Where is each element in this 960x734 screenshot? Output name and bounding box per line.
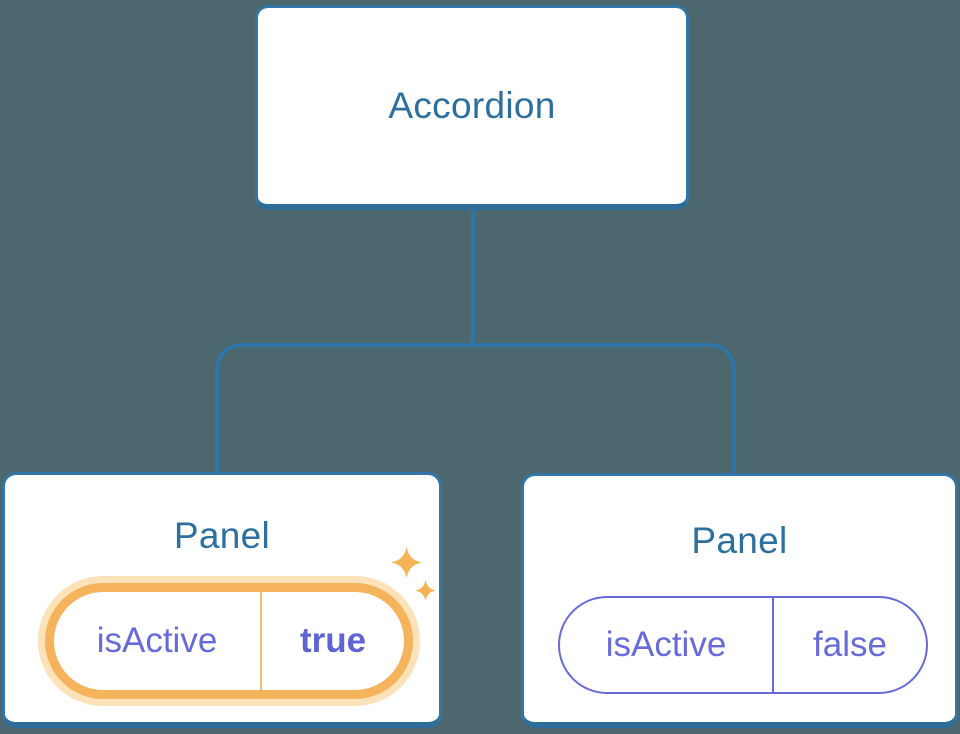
tree-connector-branch bbox=[215, 343, 736, 473]
state-value-label: false bbox=[813, 625, 887, 664]
state-value-label: true bbox=[299, 621, 367, 660]
panel-label: Panel bbox=[691, 520, 788, 561]
pill-divider bbox=[260, 592, 262, 690]
panel-component-node-active: Panel isActive true bbox=[2, 472, 442, 728]
accordion-label: Accordion bbox=[388, 85, 556, 126]
accordion-component-node: Accordion bbox=[255, 5, 689, 210]
state-key-label: isActive bbox=[605, 625, 727, 664]
state-pill-inactive: isActive false bbox=[558, 596, 928, 694]
tree-connector-stem bbox=[471, 207, 475, 345]
panel-component-node-inactive: Panel isActive false bbox=[521, 473, 958, 728]
sparkle-small-icon bbox=[415, 580, 436, 601]
state-key-label: isActive bbox=[96, 621, 218, 660]
panel-label: Panel bbox=[173, 515, 271, 556]
state-pill-active: isActive true bbox=[45, 583, 413, 699]
pill-divider bbox=[772, 598, 774, 692]
sparkle-large-icon bbox=[391, 547, 422, 578]
